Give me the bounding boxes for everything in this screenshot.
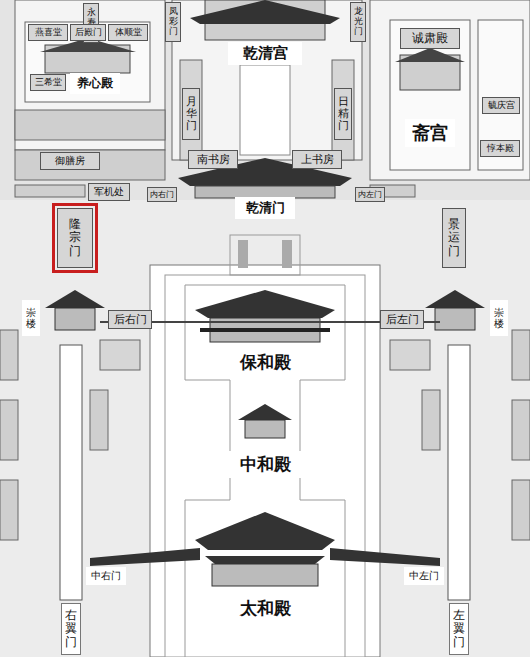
building-name: 保和殿 [240, 351, 291, 374]
building-name: 乾清门 [246, 199, 285, 217]
building-name: 中右门 [91, 569, 121, 583]
building-name: 南书房 [197, 152, 230, 167]
building-label: 三希堂 [30, 74, 66, 91]
building-name: 右翼门 [65, 609, 77, 649]
building-label: 保和殿 [228, 349, 302, 376]
gate-label: 崇楼 [22, 300, 40, 336]
building-label: 内右门 [147, 187, 177, 202]
building-name: 毓庆宫 [488, 99, 515, 112]
building-name: 御膳房 [55, 154, 85, 168]
gate-label: 日精门 [334, 88, 352, 140]
building-label: 中左门 [404, 567, 444, 585]
building-name: 上书房 [301, 152, 334, 167]
building-name: 内右门 [150, 189, 174, 200]
building-name: 养心殿 [77, 75, 113, 92]
building-name: 月华门 [186, 96, 197, 132]
building-label: 体顺堂 [108, 24, 148, 41]
building-name: 日精门 [338, 96, 349, 132]
building-label: 燕喜堂 [28, 24, 68, 41]
building-name: 体顺堂 [115, 26, 142, 39]
building-label: 后左门 [380, 310, 424, 329]
building-name: 燕喜堂 [35, 26, 62, 39]
building-name: 内左门 [358, 189, 382, 200]
building-name: 军机处 [94, 185, 124, 199]
gate-label: 月华门 [182, 88, 200, 140]
building-name: 斋宫 [412, 121, 448, 145]
gate-label: 隆宗门 [57, 208, 93, 268]
building-label: 后殿门 [70, 24, 106, 41]
building-label: 中和殿 [228, 451, 302, 478]
building-name: 惇本殿 [487, 142, 514, 155]
building-label: 乾清宫 [228, 42, 302, 65]
building-label: 中右门 [86, 567, 126, 585]
building-label: 太和殿 [228, 595, 302, 622]
building-name: 后左门 [386, 312, 419, 327]
building-name: 诚肃殿 [412, 30, 448, 47]
gate-label: 右翼门 [61, 603, 81, 655]
building-label: 乾清门 [235, 197, 295, 219]
building-name: 中和殿 [240, 453, 291, 476]
building-label: 惇本殿 [480, 140, 520, 157]
building-name: 崇楼 [494, 307, 504, 329]
building-name: 中左门 [409, 569, 439, 583]
building-name: 三希堂 [35, 76, 62, 89]
building-name: 太和殿 [240, 597, 291, 620]
building-name: 后殿门 [75, 26, 102, 39]
building-name: 隆宗门 [69, 218, 81, 258]
gate-label: 龙光门 [350, 2, 366, 42]
gate-label: 景运门 [442, 208, 466, 268]
building-name: 乾清宫 [243, 44, 288, 63]
building-label: 诚肃殿 [400, 28, 460, 49]
building-name: 左翼门 [453, 609, 465, 649]
building-name: 崇楼 [26, 307, 36, 329]
building-name: 后右门 [114, 312, 147, 327]
building-label: 后右门 [108, 310, 152, 329]
building-label: 御膳房 [40, 152, 100, 170]
gate-label: 左翼门 [449, 603, 469, 655]
building-label: 上书房 [292, 150, 342, 169]
gate-label: 凤彩门 [165, 2, 181, 42]
building-label: 斋宫 [405, 119, 455, 147]
building-name: 凤彩门 [169, 7, 178, 37]
building-label: 内左门 [355, 187, 385, 202]
building-label: 南书房 [188, 150, 238, 169]
building-name: 龙光门 [354, 7, 363, 37]
building-label: 毓庆宫 [482, 97, 520, 114]
building-name: 景运门 [448, 218, 460, 258]
building-label: 军机处 [88, 183, 130, 201]
building-label: 养心殿 [70, 73, 120, 94]
gate-label: 崇楼 [490, 300, 508, 336]
